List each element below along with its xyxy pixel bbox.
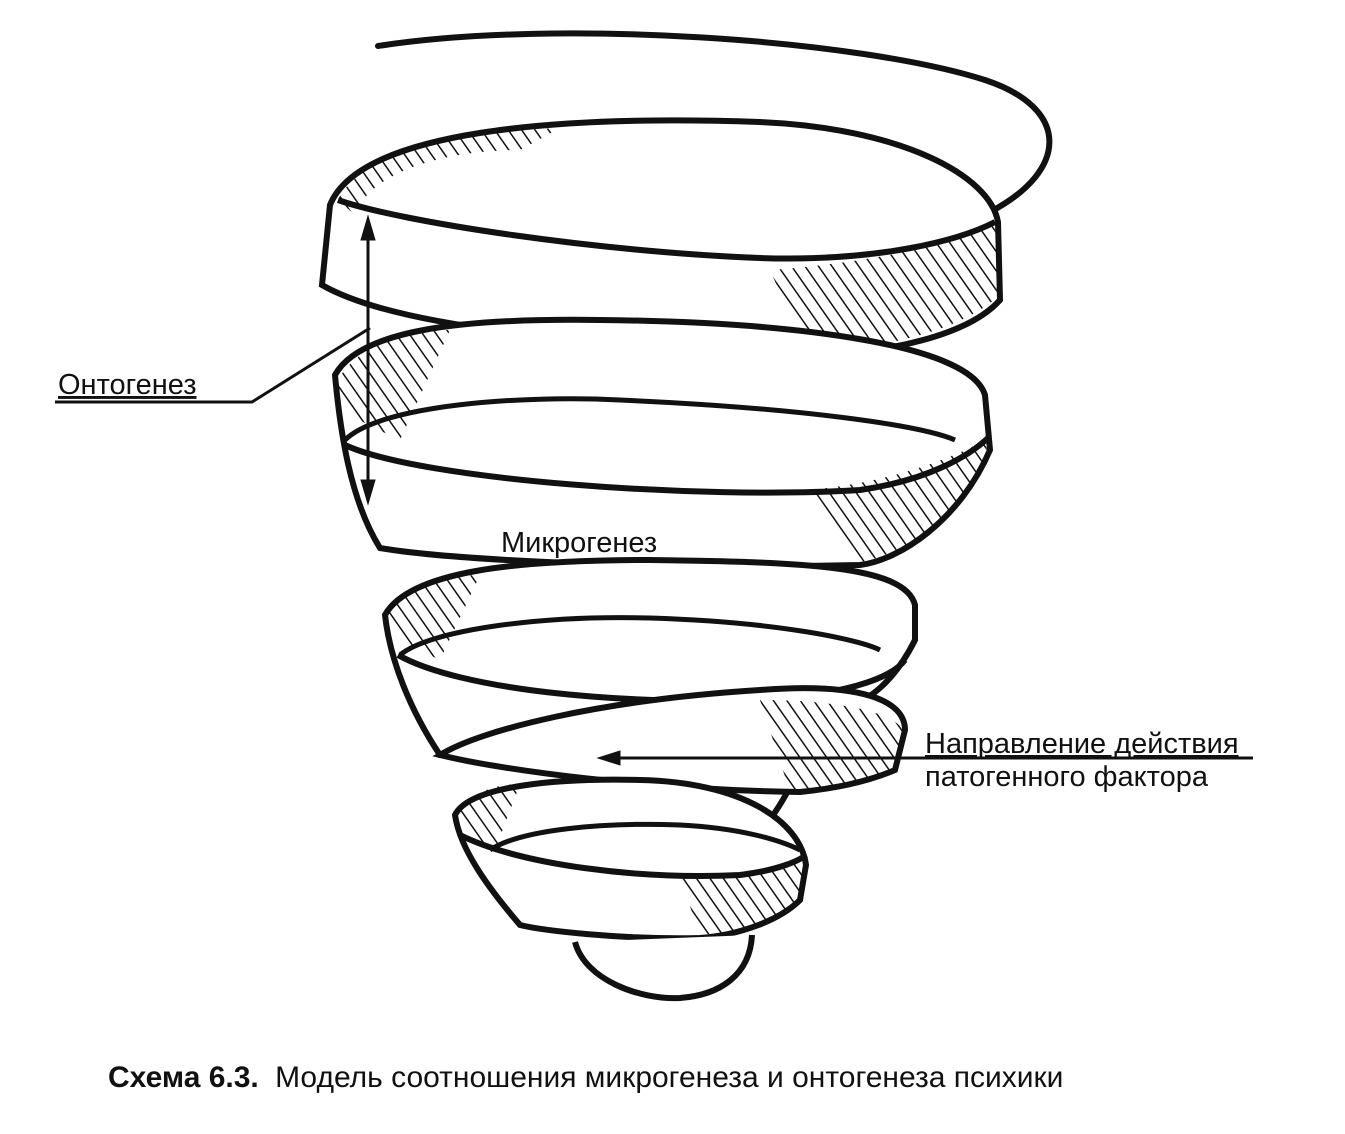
label-ontogenesis: Онтогенез	[58, 369, 197, 401]
spiral-band-4	[432, 685, 909, 796]
outer-spiral-line	[375, 30, 1053, 215]
spiral-band-1	[318, 117, 1004, 357]
pathogenic-factor-arrow	[596, 750, 1253, 766]
spiral-band-2	[331, 316, 994, 570]
caption-text: Модель соотношения микрогенеза и онтоген…	[275, 1061, 1063, 1094]
spiral-band-5	[451, 776, 810, 942]
ontogenesis-arrow	[360, 214, 376, 506]
caption-number: Схема 6.3.	[108, 1061, 259, 1094]
ontogenesis-leader-line	[55, 326, 371, 404]
label-microgenesis: Микрогенез	[501, 527, 657, 559]
label-direction-line1: Направление действия	[925, 728, 1239, 760]
spiral-bottom-bulb	[572, 934, 755, 1002]
label-direction-line2: патогенного фактора	[925, 761, 1209, 793]
figure-caption: Схема 6.3. Модель соотношения микрогенез…	[108, 1061, 1063, 1094]
